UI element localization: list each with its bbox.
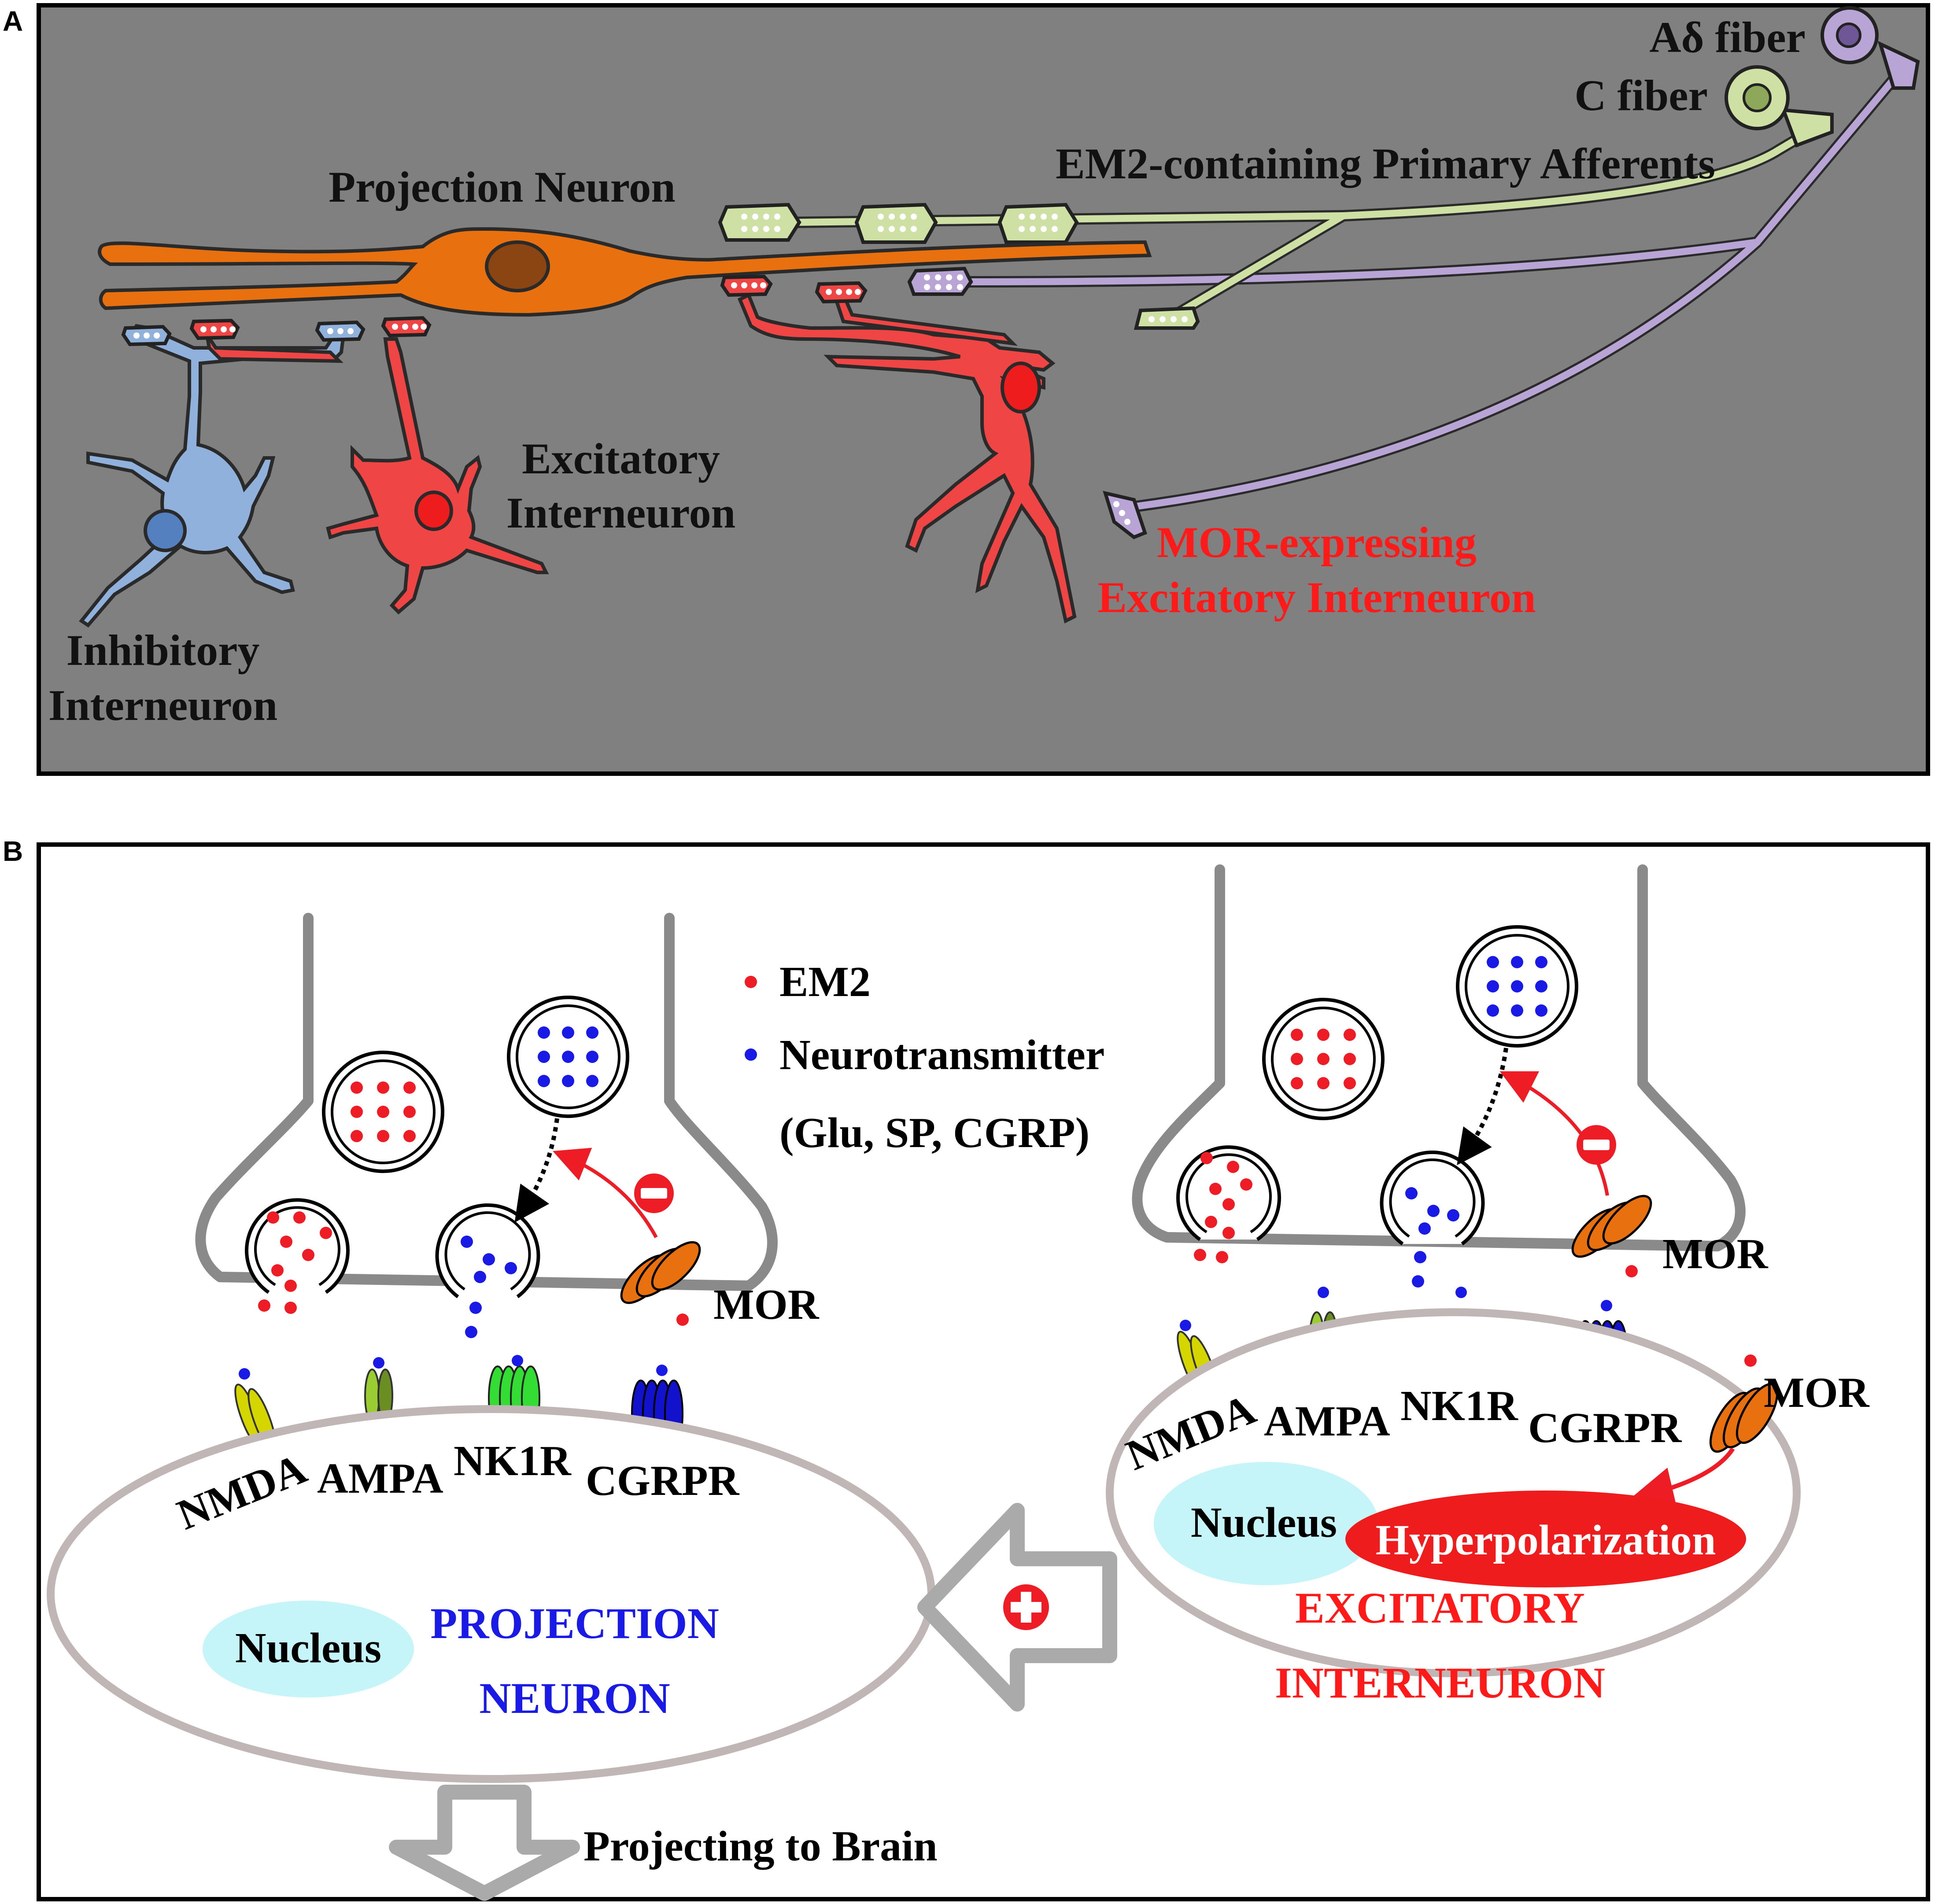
projection-neuron-cell <box>98 227 1152 317</box>
right-minus-icon <box>1577 1125 1616 1165</box>
inhibitory-interneuron-label-2: Interneuron <box>48 681 277 730</box>
panel-b-letter: B <box>3 835 23 867</box>
right-mor-post-label: MOR <box>1764 1369 1870 1417</box>
projection-neuron-label: Projection Neuron <box>329 162 676 211</box>
right-mor-inhibition-arrow <box>1499 1071 1609 1196</box>
projecting-to-brain-arrow <box>389 1785 580 1901</box>
left-minus-icon <box>634 1173 674 1213</box>
left-ampa-label: AMPA <box>317 1455 443 1502</box>
left-vesicles <box>245 996 629 1338</box>
inhibitory-boutons <box>121 320 366 347</box>
left-ampa-receptor <box>364 1357 393 1423</box>
c-fiber-label: C fiber <box>1574 71 1708 120</box>
right-fusing-em2-vesicle <box>1176 1145 1281 1263</box>
legend-nt-label: Neurotransmitter <box>779 1031 1104 1079</box>
left-fusing-nt-vesicle <box>435 1203 540 1338</box>
left-nk1r-label: NK1R <box>454 1437 572 1485</box>
excitation-transfer-arrow <box>917 1503 1117 1712</box>
left-nucleus <box>203 1601 414 1697</box>
left-fusing-em2-vesicle <box>245 1198 350 1314</box>
left-nt-vesicle <box>507 996 629 1118</box>
hyperpolarization-label: Hyperpolarization <box>1375 1517 1716 1564</box>
projecting-to-brain-label: Projecting to Brain <box>583 1823 938 1870</box>
c-fiber-boutons <box>718 203 1200 330</box>
left-presynaptic-mor <box>620 1241 701 1326</box>
right-nucleus <box>1154 1462 1378 1585</box>
left-nucleus-label: Nucleus <box>235 1624 381 1672</box>
left-em2-vesicle <box>322 1051 444 1173</box>
mor-interneuron-label-2: Excitatory Interneuron <box>1097 573 1536 622</box>
left-mor-inhibition-arrow <box>553 1148 658 1238</box>
inhibitory-interneuron-cell <box>79 324 346 628</box>
right-presynaptic-terminal <box>1132 864 1746 1251</box>
right-fusing-nt-vesicle <box>1380 1150 1485 1288</box>
left-mor-label: MOR <box>713 1281 820 1328</box>
excitatory-boutons-left <box>189 316 432 340</box>
ad-fiber-cell <box>1821 6 1920 90</box>
legend-em2-label: EM2 <box>779 958 871 1006</box>
right-cgrpr-label: CGRPR <box>1528 1404 1682 1452</box>
legend-nt-dot <box>745 1048 757 1061</box>
excitatory-interneuron-title-1: EXCITATORY <box>1295 1583 1585 1632</box>
ad-fiber-boutons <box>907 266 1147 539</box>
right-mor-pre-label: MOR <box>1662 1230 1769 1278</box>
excitatory-interneuron-label-1: Excitatory <box>522 434 720 483</box>
right-vesicles <box>1176 925 1578 1288</box>
right-nucleus-label: Nucleus <box>1191 1499 1337 1546</box>
projection-neuron-title-2: NEURON <box>479 1674 670 1723</box>
primary-afferents-label: EM2-containing Primary Afferents <box>1056 139 1715 188</box>
left-cgrpr-label: CGRPR <box>586 1457 740 1505</box>
right-postsynaptic-mor <box>1709 1354 1779 1453</box>
excitatory-interneuron-title-2: INTERNEURON <box>1275 1658 1605 1707</box>
hyperpolarization-arrow <box>1629 1447 1735 1511</box>
right-nk1r-label: NK1R <box>1400 1382 1518 1430</box>
c-fiber-cell <box>1725 65 1834 148</box>
mor-interneuron-boutons <box>720 274 868 304</box>
legend-em2-dot <box>745 976 757 988</box>
projection-neuron-title-1: PROJECTION <box>430 1599 719 1648</box>
mor-interneuron-cell <box>737 292 1077 624</box>
right-presynaptic-mor <box>1571 1195 1652 1277</box>
legend-nt-sub-label: (Glu, SP, CGRP) <box>779 1109 1089 1157</box>
excitatory-interneuron-cell <box>205 333 549 615</box>
panel-a-diagram <box>79 6 1920 628</box>
mor-interneuron-label-1: MOR-expressing <box>1157 518 1477 567</box>
hyperpolarization-badge <box>1345 1491 1746 1587</box>
left-nmda-receptor <box>234 1368 277 1452</box>
right-ampa-label: AMPA <box>1264 1398 1390 1445</box>
right-em2-vesicle <box>1262 998 1385 1120</box>
right-nt-vesicle <box>1456 925 1578 1048</box>
inhibitory-interneuron-label-1: Inhibitory <box>66 626 259 675</box>
panel-a-letter: A <box>3 5 23 37</box>
ad-fiber-label: Aδ fiber <box>1649 13 1806 62</box>
excitatory-interneuron-label-2: Interneuron <box>506 488 735 537</box>
left-vesicle-transport-arrow <box>514 1118 559 1223</box>
